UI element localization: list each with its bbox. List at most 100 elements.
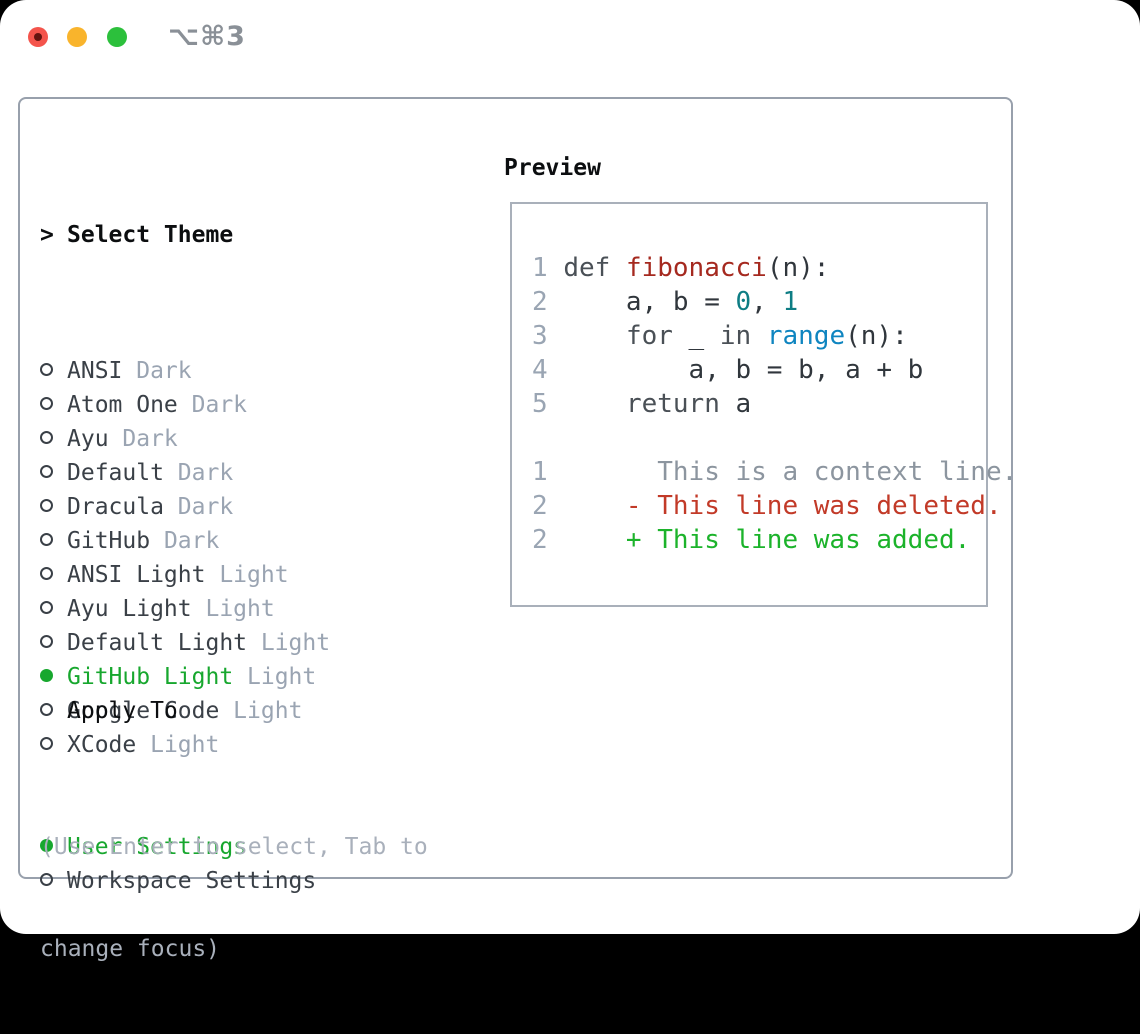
option-label: XCode	[67, 732, 137, 758]
maximize-button[interactable]	[107, 27, 127, 47]
token-default	[563, 389, 626, 419]
theme-variant-tag: Light	[136, 732, 220, 758]
token-keyword: return	[625, 389, 720, 419]
apply-to-option[interactable]: User Settings	[40, 830, 316, 864]
theme-option[interactable]: Google Code Light	[40, 694, 330, 728]
option-label: ANSI	[67, 358, 123, 384]
radio-icon	[40, 533, 53, 546]
theme-option[interactable]: ANSI Dark	[40, 354, 330, 388]
option-label: User Settings	[67, 834, 248, 860]
token-keyword: in	[719, 321, 752, 351]
window-titlebar: ⌥⌘3	[0, 0, 1140, 97]
theme-option[interactable]: Atom One Dark	[40, 388, 330, 422]
keyboard-hint: (Use Enter to select, Tab to change focu…	[40, 762, 428, 1034]
token-default: (n):	[845, 321, 908, 351]
option-label: Default	[67, 460, 164, 486]
theme-option[interactable]: Dracula Dark	[40, 490, 330, 524]
code-line: 2 + This line was added.	[532, 525, 970, 555]
theme-option[interactable]: Default Dark	[40, 456, 330, 490]
line-number: 1	[532, 457, 548, 487]
selected-radio-icon	[40, 839, 53, 852]
code-line: 2 a, b = 0, 1	[532, 287, 798, 317]
theme-option[interactable]: Default Light Light	[40, 626, 330, 660]
radio-icon	[40, 363, 53, 376]
radio-icon	[40, 567, 53, 580]
option-label: Workspace Settings	[67, 868, 317, 894]
theme-option[interactable]: ANSI Light Light	[40, 558, 330, 592]
theme-variant-tag: Dark	[150, 528, 220, 554]
token-default: (n):	[766, 253, 830, 283]
theme-option[interactable]: Ayu Dark	[40, 422, 330, 456]
theme-option[interactable]: XCode Light	[40, 728, 330, 762]
hint-line-1: (Use Enter to select, Tab to	[40, 834, 428, 860]
line-number: 2	[532, 491, 548, 521]
theme-variant-tag: Light	[247, 630, 331, 656]
theme-variant-tag: Dark	[177, 392, 248, 418]
preview-heading: Preview	[504, 155, 601, 181]
radio-icon	[40, 465, 53, 478]
code-line: 3 for _ in range(n):	[532, 321, 908, 351]
theme-variant-tag: Dark	[163, 494, 234, 520]
select-theme-heading-label: Select Theme	[67, 222, 234, 248]
token-number: 1	[782, 287, 799, 317]
line-number: 4	[532, 355, 548, 385]
theme-variant-tag: Light	[219, 698, 303, 724]
token-default	[751, 321, 767, 351]
apply-to-heading: Apply To	[40, 694, 316, 728]
radio-icon	[40, 703, 53, 716]
selected-radio-icon	[40, 669, 53, 682]
option-label: Atom One	[67, 392, 178, 418]
token-function: fibonacci	[625, 253, 767, 283]
code-line: 5 return a	[532, 389, 751, 419]
preview-box: 1 def fibonacci(n): 2 a, b = 0, 1 3 for …	[510, 202, 1017, 607]
theme-variant-tag: Light	[233, 664, 317, 690]
theme-option[interactable]: Ayu Light Light	[40, 592, 330, 626]
code-line: 1 This is a context line.	[532, 457, 1017, 487]
token-context: This is a context line.	[563, 457, 1018, 487]
window-title: ⌥⌘3	[168, 21, 246, 52]
apply-to-heading-label: Apply To	[67, 698, 178, 724]
theme-option[interactable]: GitHub Light Light	[40, 660, 330, 694]
theme-variant-tag: Light	[205, 562, 289, 588]
option-label: Default Light	[67, 630, 248, 656]
token-default: _	[672, 321, 720, 351]
theme-variant-tag: Light	[191, 596, 275, 622]
radio-icon	[40, 601, 53, 614]
close-button[interactable]	[28, 27, 48, 47]
theme-option[interactable]: GitHub Dark	[40, 524, 330, 558]
theme-variant-tag: Dark	[108, 426, 178, 452]
option-label: Ayu	[67, 426, 109, 452]
line-number: 1	[532, 253, 548, 283]
token-default: a, b =	[563, 287, 736, 317]
radio-icon	[40, 431, 53, 444]
radio-icon	[40, 397, 53, 410]
token-default: a	[719, 389, 752, 419]
line-number: 2	[532, 287, 548, 317]
minimize-button[interactable]	[67, 27, 87, 47]
token-deleted: - This line was deleted.	[563, 491, 1002, 521]
token-default	[563, 321, 626, 351]
line-number: 5	[532, 389, 548, 419]
token-default: a, b = b, a + b	[563, 355, 924, 385]
token-builtin: range	[766, 321, 846, 351]
code-line: 1 def fibonacci(n):	[532, 253, 829, 283]
hint-line-2: change focus)	[40, 936, 221, 962]
option-label: Ayu Light	[67, 596, 192, 622]
line-number: 3	[532, 321, 548, 351]
option-label: GitHub Light	[67, 664, 234, 690]
radio-icon	[40, 737, 53, 750]
token-added: + This line was added.	[563, 525, 971, 555]
code-line: 2 - This line was deleted.	[532, 491, 1002, 521]
line-number: 2	[532, 525, 548, 555]
radio-icon	[40, 499, 53, 512]
code-preview: 1 def fibonacci(n): 2 a, b = 0, 1 3 for …	[512, 204, 1017, 557]
close-edited-dot	[34, 33, 42, 41]
token-number: 0	[735, 287, 752, 317]
option-label: GitHub	[67, 528, 151, 554]
apply-to-option[interactable]: Workspace Settings	[40, 864, 316, 898]
token-default: ,	[751, 287, 783, 317]
theme-variant-tag: Dark	[122, 358, 192, 384]
